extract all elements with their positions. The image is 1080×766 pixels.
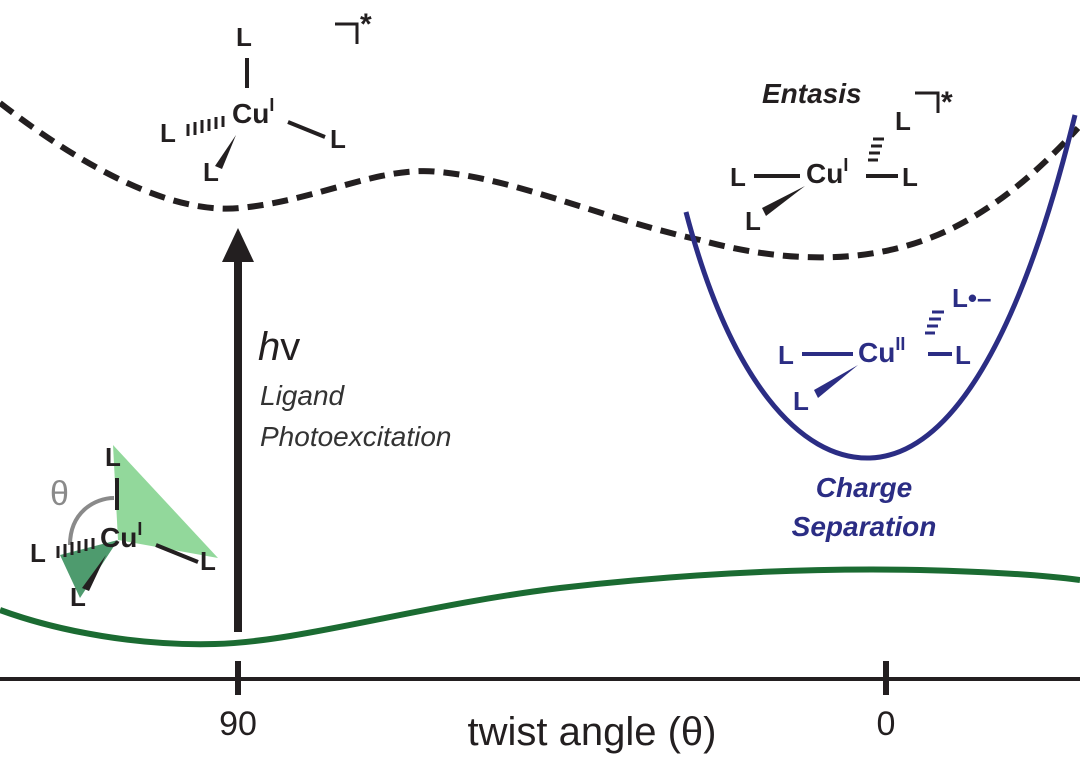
top-L-left: L <box>160 118 176 148</box>
cs-complex: L•– L CuII L L Charge Separation <box>778 283 991 542</box>
hv-v: v <box>280 325 300 369</box>
tick-label-0: 0 <box>877 705 896 743</box>
ground-state-curve <box>0 566 1080 648</box>
entasis-L-left: L <box>730 162 746 192</box>
ligand-label: Ligand <box>260 380 346 411</box>
entasis-excited-mark: * <box>941 86 953 119</box>
triangle-dark <box>60 540 118 598</box>
top-hashed-bond <box>186 116 225 136</box>
entasis-bracket <box>915 91 940 113</box>
cs-wedge-bond <box>814 365 858 398</box>
entasis-L-right: L <box>902 162 918 192</box>
entasis-hashed-bond <box>868 137 884 162</box>
top-bracket <box>335 22 359 44</box>
ground-hashed-bond <box>56 538 95 558</box>
tick-label-90: 90 <box>219 705 257 743</box>
hv-h: h <box>258 325 280 369</box>
top-excited-mark: * <box>360 8 372 41</box>
top-metal-ox: I <box>269 95 274 115</box>
ground-bond-right <box>155 543 199 564</box>
cs-metal: CuII <box>858 334 905 368</box>
hv-label: hv <box>258 325 300 369</box>
cs-L-radical: L•– <box>952 283 991 313</box>
top-bond-right <box>287 120 326 139</box>
top-wedge-bond <box>215 135 236 169</box>
entasis-wedge-bond <box>762 186 805 216</box>
cs-hashed-bond <box>925 310 944 335</box>
entasis-metal: CuI <box>806 155 848 189</box>
theta-label: θ <box>50 475 69 513</box>
ground-complex: θ L CuI L L L <box>30 442 218 612</box>
triangle-light <box>113 445 218 558</box>
entasis-metal-ox: I <box>843 155 848 175</box>
cs-L-down: L <box>793 386 809 416</box>
cs-metal-symbol: Cu <box>858 337 895 368</box>
cs-L-right: L <box>955 340 971 370</box>
ground-L-up: L <box>105 442 121 472</box>
top-L-right: L <box>330 124 346 154</box>
theta-arc <box>68 496 115 546</box>
ground-metal: CuI <box>100 519 142 553</box>
ground-L-right: L <box>200 546 216 576</box>
top-metal-symbol: Cu <box>232 98 269 129</box>
excited-state-curve <box>0 100 1080 261</box>
ground-metal-symbol: Cu <box>100 522 137 553</box>
entasis-L-down: L <box>745 206 761 236</box>
top-complex: L CuI L L L * <box>160 8 372 187</box>
top-metal: CuI <box>232 95 274 129</box>
cs-L-left: L <box>778 340 794 370</box>
entasis-L-top: L <box>895 106 911 136</box>
x-axis-label: twist angle (θ) <box>468 710 717 754</box>
cs-metal-ox: II <box>895 334 905 354</box>
photoexcitation-label: Photoexcitation <box>260 421 451 452</box>
excitation-arrow-head <box>222 228 254 262</box>
entasis-title: Entasis <box>762 78 862 109</box>
ground-wedge-bond <box>82 555 106 591</box>
ground-L-down: L <box>70 582 86 612</box>
top-L-down: L <box>203 157 219 187</box>
ground-L-left: L <box>30 538 46 568</box>
separation-label: Separation <box>792 511 937 542</box>
entasis-complex: Entasis L * L CuI L L <box>730 78 953 236</box>
charge-separation-curve <box>683 114 1078 461</box>
charge-label: Charge <box>816 472 912 503</box>
top-L-up: L <box>236 22 252 52</box>
ground-metal-ox: I <box>137 519 142 539</box>
entasis-metal-symbol: Cu <box>806 158 843 189</box>
